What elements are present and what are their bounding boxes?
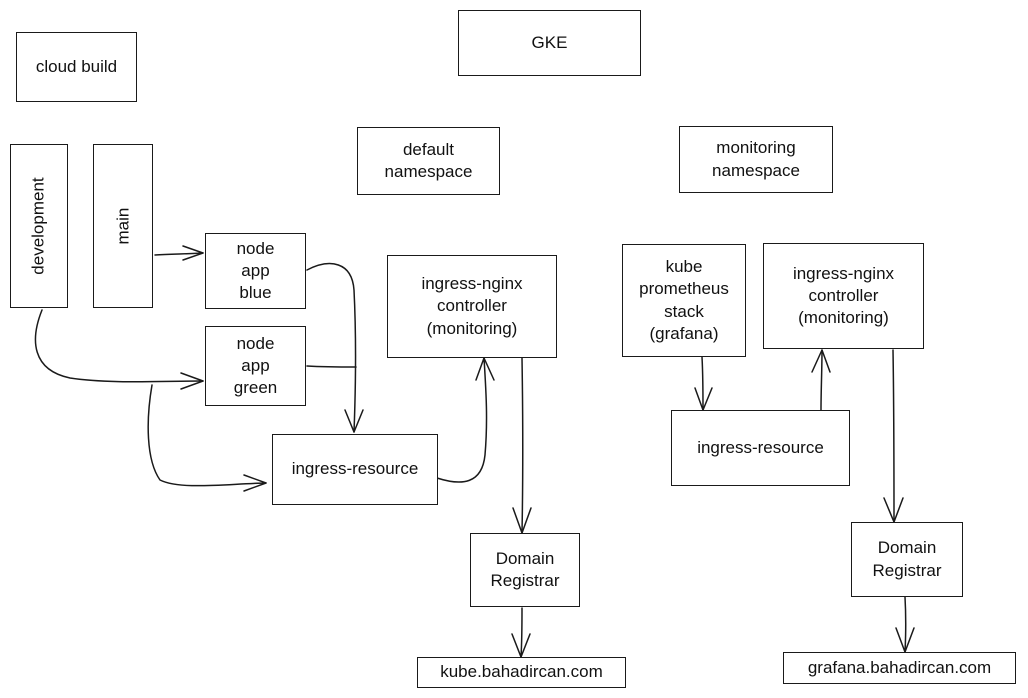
ingress-nginx-controller-left-node: ingress-nginx controller (monitoring) <box>387 255 557 358</box>
edge-ingress-resource-right-to-nginx-right <box>820 349 823 411</box>
edge-green-to-ingress-path <box>306 365 357 368</box>
gke-node: GKE <box>458 10 641 76</box>
default-namespace-node: default namespace <box>357 127 500 195</box>
arrowhead-development-to-ingress-resource <box>243 474 267 492</box>
edge-main-to-blue <box>154 252 204 256</box>
domain-registrar-left-node: Domain Registrar <box>470 533 580 607</box>
arrowhead-blue-to-ingress-resource <box>344 409 364 433</box>
grafana-url-node: grafana.bahadircan.com <box>783 652 1016 684</box>
edge-registrar-left-to-kube-url <box>520 607 523 658</box>
edge-development-to-green <box>34 309 204 383</box>
kube-url-node: kube.bahadircan.com <box>417 657 626 688</box>
edge-prometheus-to-ingress-resource-right <box>701 356 704 411</box>
arrowhead-ingress-resource-to-nginx-left <box>475 357 495 381</box>
node-app-green-node: node app green <box>205 326 306 406</box>
arrowhead-ingress-resource-right-to-nginx-right <box>811 349 831 373</box>
edge-blue-to-ingress-resource <box>306 262 357 433</box>
kube-prometheus-stack-node: kube prometheus stack (grafana) <box>622 244 746 357</box>
main-label: main <box>112 207 132 245</box>
arrowhead-development-to-green <box>180 372 204 390</box>
development-label: development <box>28 177 48 275</box>
ingress-resource-right-node: ingress-resource <box>671 410 850 486</box>
ingress-resource-left-node: ingress-resource <box>272 434 438 505</box>
cloud-build-node: cloud build <box>16 32 137 102</box>
ingress-nginx-controller-right-node: ingress-nginx controller (monitoring) <box>763 243 924 349</box>
edge-registrar-right-to-grafana-url <box>904 596 907 653</box>
monitoring-namespace-node: monitoring namespace <box>679 126 833 193</box>
edge-nginx-right-to-registrar-right <box>892 349 895 523</box>
development-node: development <box>10 144 68 308</box>
edge-development-to-ingress-resource <box>147 384 267 487</box>
node-app-blue-node: node app blue <box>205 233 306 309</box>
edge-nginx-left-to-registrar-left <box>521 357 524 534</box>
domain-registrar-right-node: Domain Registrar <box>851 522 963 597</box>
main-node: main <box>93 144 153 308</box>
arrowhead-main-to-blue <box>182 245 204 261</box>
edge-ingress-resource-to-nginx-left <box>436 357 488 483</box>
